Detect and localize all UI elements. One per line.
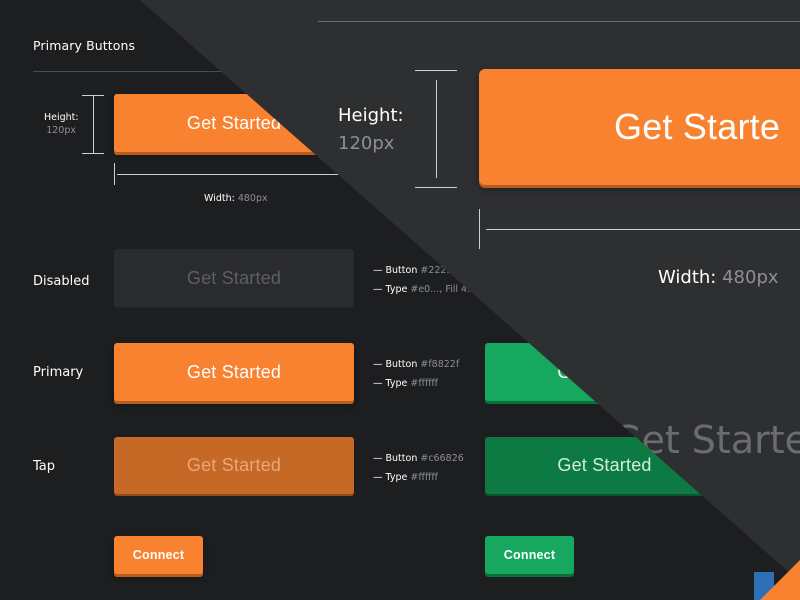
title-divider	[33, 71, 323, 72]
width-value: 480px	[237, 193, 268, 204]
zoom-width-value: 480px	[722, 267, 779, 288]
zoom-width-arrow	[486, 229, 800, 230]
height-value: 120px	[46, 125, 76, 136]
width-label: Width:	[204, 193, 235, 204]
connect-button-green[interactable]: Connect	[485, 536, 574, 574]
zoom-width-annotation: Width: 480px	[658, 267, 779, 288]
spec-disabled-button-value: #222...	[420, 265, 456, 276]
height-tick-top	[82, 95, 104, 96]
get-started-button-primary[interactable]: Get Started	[114, 343, 354, 401]
zoom-height-arrow	[436, 80, 437, 178]
spec-disabled-type-label: — Type	[373, 284, 408, 295]
zoom-width-tick-left	[479, 209, 480, 249]
spec-disabled: — Button #222... — Type #e0..., Fill 4..…	[373, 261, 476, 299]
spec-disabled-type-value: #e0..., Fill 4...	[410, 284, 477, 295]
zoom-top-divider	[318, 21, 800, 22]
width-arrow	[117, 174, 354, 175]
spec-tap-type-label: — Type	[373, 472, 408, 483]
spec-disabled-button-label: — Button	[373, 265, 418, 276]
zoom-height-value: 120px	[338, 133, 395, 154]
zoom-height-label: Height:	[338, 105, 404, 126]
row-label-tap: Tap	[33, 459, 56, 474]
height-annotation: Height: 120px	[44, 111, 79, 137]
zoom-height-tick-top	[415, 70, 457, 71]
width-tick-left	[114, 163, 115, 185]
height-arrow	[93, 96, 94, 153]
spec-primary-button-label: — Button	[373, 359, 418, 370]
spec-primary: — Button #f8822f — Type #ffffff	[373, 355, 459, 393]
height-label: Height:	[44, 112, 79, 123]
height-tick-bottom	[82, 153, 104, 154]
row-label-primary: Primary	[33, 365, 84, 380]
row-label-disabled: Disabled	[33, 274, 90, 289]
zoom-get-started-button[interactable]: Get Starte	[479, 69, 800, 185]
spec-tap: — Button #c66826 — Type #ffffff	[373, 449, 464, 487]
width-annotation: Width: 480px	[204, 193, 268, 204]
get-started-button-disabled: Get Started	[114, 249, 354, 307]
zoom-height-annotation: Height: 120px	[338, 102, 404, 158]
connect-button-orange[interactable]: Connect	[114, 536, 203, 574]
spec-tap-button-label: — Button	[373, 453, 418, 464]
spec-tap-type-value: #ffffff	[410, 472, 438, 483]
spec-primary-type-value: #ffffff	[410, 378, 438, 389]
zoom-height-tick-bottom	[415, 187, 457, 188]
zoom-width-label: Width:	[658, 267, 717, 288]
spec-primary-type-label: — Type	[373, 378, 408, 389]
spec-tap-button-value: #c66826	[420, 453, 464, 464]
get-started-button-tap[interactable]: Get Started	[114, 437, 354, 494]
spec-primary-button-value: #f8822f	[420, 359, 460, 370]
section-title: Primary Buttons	[33, 38, 136, 53]
